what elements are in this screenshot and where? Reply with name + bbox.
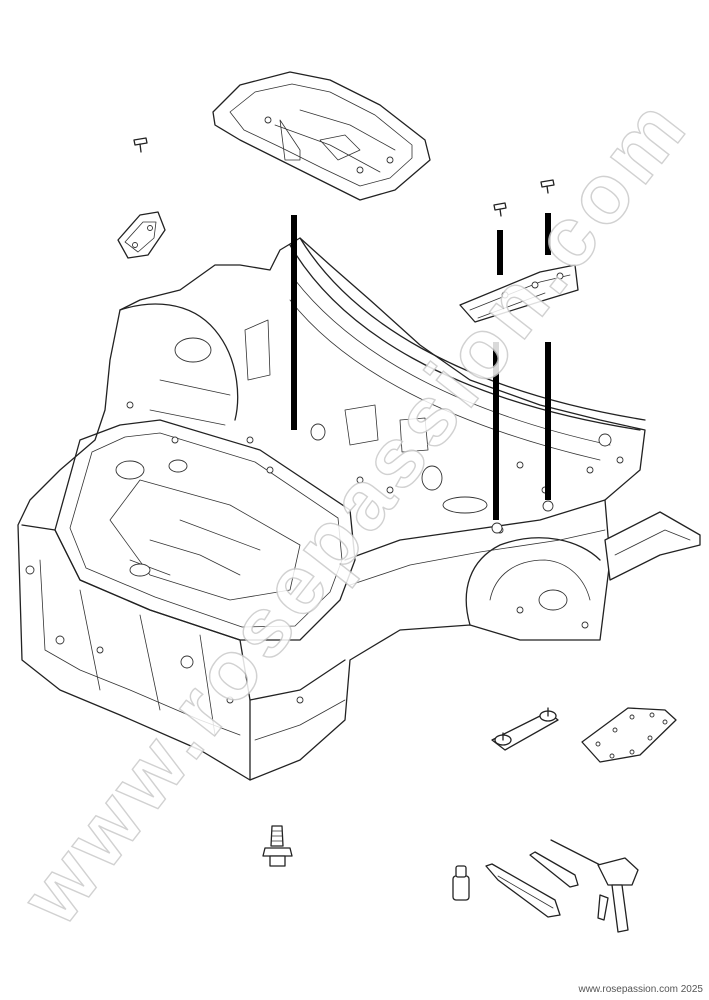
small-mounting-bracket xyxy=(117,211,166,259)
access-cover-plate xyxy=(581,707,677,763)
screw-top-right xyxy=(540,179,555,194)
leader-lines xyxy=(291,213,554,534)
upper-reinforcement-panel xyxy=(212,71,431,201)
adhesive-tube xyxy=(485,863,561,918)
structure-holes xyxy=(96,401,624,704)
front-body-structure xyxy=(17,237,701,781)
sealant-bottle xyxy=(452,865,470,901)
dispensing-gun xyxy=(550,839,639,933)
screw-top-left xyxy=(133,137,148,153)
cowl-bracket xyxy=(459,264,579,323)
stud-bolt xyxy=(262,825,293,867)
applicator-nozzle xyxy=(529,851,579,888)
footer-credit: www.rosepassion.com 2025 xyxy=(578,984,703,995)
mounting-plate-with-nuts xyxy=(491,707,559,751)
screw-top-center xyxy=(493,202,507,217)
